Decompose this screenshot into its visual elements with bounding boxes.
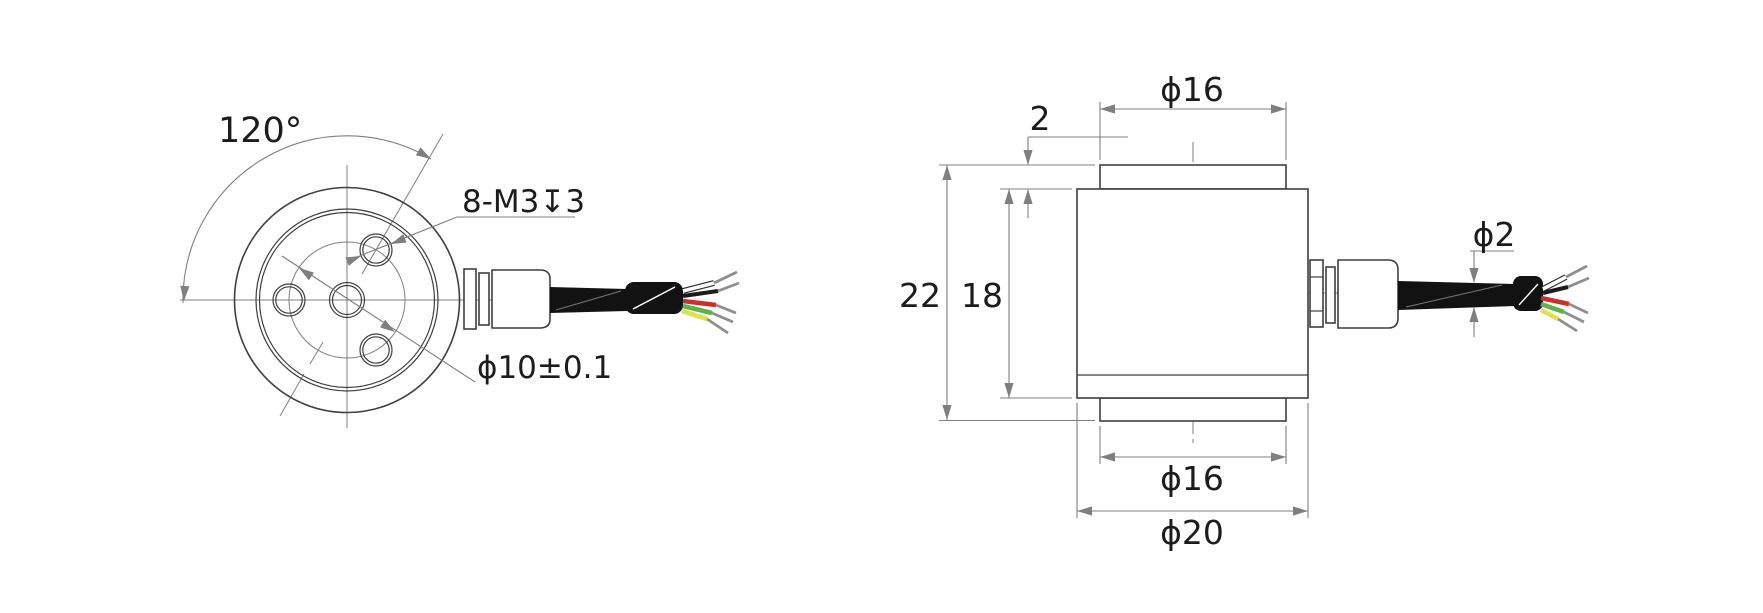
bolt-circle xyxy=(288,241,406,359)
gland-body xyxy=(491,269,551,329)
wires-front xyxy=(681,270,740,335)
wire-red xyxy=(1540,295,1570,307)
wire-red xyxy=(682,298,717,308)
body-height-label: 18 xyxy=(961,276,1003,315)
front-centerline-60deg xyxy=(361,133,444,275)
gland-ring-1 xyxy=(1309,259,1324,328)
dimension-thread-callout: 8-M3↧3 xyxy=(345,184,585,266)
dimension-overall-height: 22 xyxy=(899,164,1095,422)
wires-side xyxy=(1539,264,1590,333)
dimension-boss-height: 2 xyxy=(1023,99,1128,218)
bottom-boss xyxy=(1099,397,1287,422)
bottom-boss-diameter-label: ϕ16 xyxy=(1160,459,1224,498)
cable-diameter-label: ϕ2 xyxy=(1473,215,1516,254)
dimension-body-height: 18 xyxy=(961,188,1072,399)
wire-green xyxy=(1540,301,1565,315)
wire-black xyxy=(1542,285,1569,295)
wire-white xyxy=(682,281,715,293)
dimension-bolt-circle: ϕ10±0.1 xyxy=(281,255,612,386)
cable-side xyxy=(1398,276,1543,311)
front-view: 120° 8-M3↧3 ϕ10±0.1 xyxy=(179,111,740,428)
center-hole xyxy=(328,281,366,319)
gland-ring-1 xyxy=(463,268,477,330)
cable-front xyxy=(550,282,683,314)
front-centerline-240deg-dash2 xyxy=(279,373,305,417)
overall-height-label: 22 xyxy=(899,276,941,315)
cable-gland-front xyxy=(463,268,551,330)
gland-ring-2 xyxy=(1325,266,1336,324)
wire-yellow xyxy=(1539,307,1560,322)
dimension-top-boss-diameter: ϕ16 xyxy=(1099,70,1287,160)
side-view: ϕ16 2 22 18 xyxy=(899,70,1590,552)
angle-label: 120° xyxy=(218,111,302,151)
dimension-body-diameter: ϕ20 xyxy=(1076,403,1309,552)
outer-flange-circle xyxy=(233,186,461,414)
boss-height-label: 2 xyxy=(1030,99,1051,138)
sensor-body xyxy=(1076,188,1309,399)
front-centerline-240deg-dash1 xyxy=(309,341,324,365)
boss-circle-outer xyxy=(255,208,439,392)
wire-yellow xyxy=(681,308,708,322)
cable-gland-side xyxy=(1309,259,1399,329)
top-boss-diameter-label: ϕ16 xyxy=(1160,70,1224,109)
body-diameter-label: ϕ20 xyxy=(1160,513,1224,552)
wire-green xyxy=(682,303,713,316)
dimension-bottom-boss-diameter: ϕ16 xyxy=(1099,426,1287,498)
mounting-hole-bottom-right xyxy=(359,333,393,367)
gland-body xyxy=(1337,259,1399,329)
dimension-cable-diameter: ϕ2 xyxy=(1469,215,1515,337)
gland-ring-2 xyxy=(478,272,490,326)
thread-callout-label: 8-M3↧3 xyxy=(462,184,585,220)
wire-white xyxy=(1542,275,1567,291)
boss-circle-inner xyxy=(258,211,436,389)
wire-black xyxy=(682,289,719,298)
bolt-circle-label: ϕ10±0.1 xyxy=(477,350,612,386)
mounting-hole-left xyxy=(272,283,306,317)
mounting-hole-top-right xyxy=(359,233,393,267)
dimension-120-degree: 120° xyxy=(179,111,434,304)
top-boss xyxy=(1099,164,1287,190)
